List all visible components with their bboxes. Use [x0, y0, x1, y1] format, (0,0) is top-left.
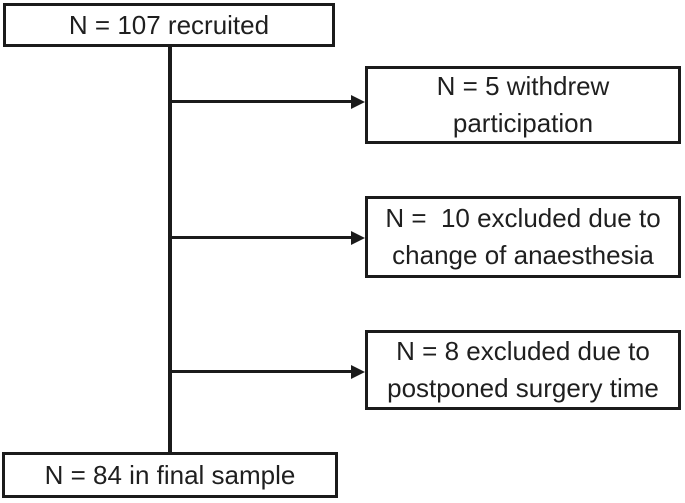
excluded-anaesthesia-label-line2: change of anaesthesia [392, 240, 654, 270]
branch-arrow-1-head [351, 95, 365, 109]
branch-arrow-2-head [351, 231, 365, 245]
withdrew-label-line2: participation [452, 108, 594, 138]
branch-arrow-1-line [170, 100, 353, 103]
final-sample-label: N = 84 in final sample [44, 459, 296, 490]
withdrew-label-line1: N = 5 withdrew [436, 71, 610, 101]
excluded-surgery-box: N = 8 excluded due to postponed surgery … [365, 330, 681, 410]
main-flow-line [168, 47, 172, 452]
final-sample-box: N = 84 in final sample [2, 452, 338, 498]
excluded-anaesthesia-box: N = 10 excluded due to change of anaesth… [365, 196, 681, 278]
branch-arrow-3-line [170, 370, 353, 373]
recruited-box: N = 107 recruited [3, 3, 335, 47]
excluded-surgery-label-line2: postponed surgery time [387, 373, 659, 403]
recruited-label: N = 107 recruited [68, 9, 270, 40]
excluded-anaesthesia-label-line1: N = 10 excluded due to [385, 203, 661, 233]
excluded-surgery-label-line1: N = 8 excluded due to [396, 336, 650, 366]
withdrew-box: N = 5 withdrew participation [365, 66, 681, 144]
branch-arrow-3-head [351, 365, 365, 379]
branch-arrow-2-line [170, 236, 353, 239]
